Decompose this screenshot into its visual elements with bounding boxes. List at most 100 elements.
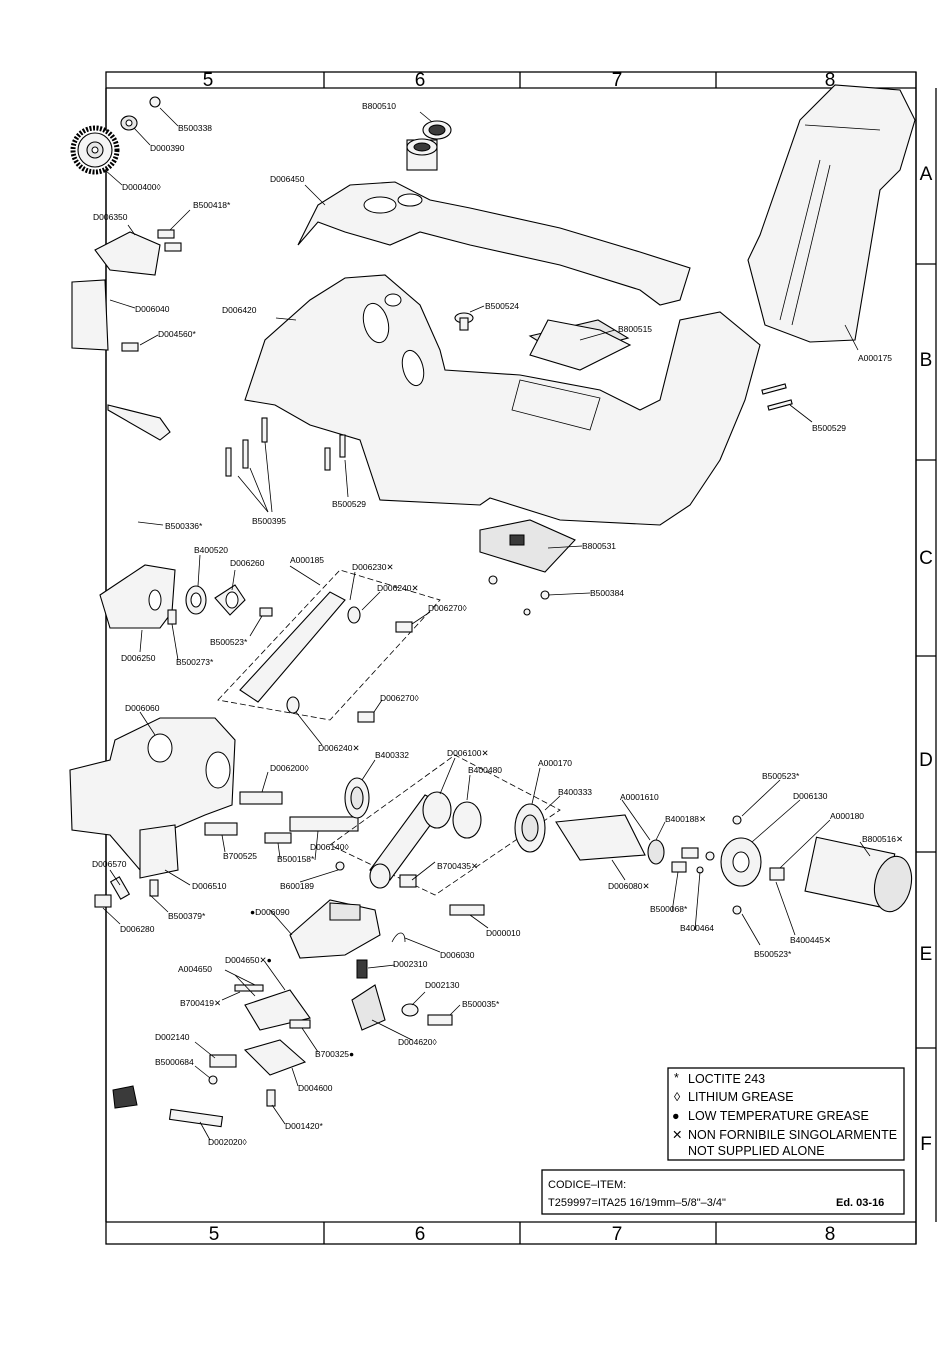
col-label: 6 [415, 1224, 426, 1245]
legend-text: NON FORNIBILE SINGOLARMENTE [688, 1128, 897, 1142]
part-label: A000175 [858, 353, 892, 363]
gear-part [70, 125, 120, 175]
part-label: D002130 [425, 980, 460, 990]
part-label: D006260 [230, 558, 265, 568]
part-label: B800510 [362, 101, 396, 111]
col-label: 8 [825, 1224, 836, 1245]
part-label: B500529 [332, 499, 366, 509]
code-value: T259997=ITA25 16/19mm–5/8"–3/4" [548, 1197, 726, 1209]
part-label: B500158* [277, 854, 315, 864]
part-label: D004650✕● [225, 955, 272, 965]
part-label: B500379* [168, 911, 206, 921]
part-label: B600189 [280, 881, 314, 891]
legend-text: LITHIUM GREASE [688, 1090, 794, 1104]
col-label: 8 [825, 70, 836, 91]
part-label: D004620◊ [398, 1037, 438, 1047]
part-label: B500068* [650, 904, 688, 914]
part-label: B500395 [252, 516, 286, 526]
part-label: D002020◊ [208, 1137, 248, 1147]
edition-label: Ed. 03-16 [836, 1197, 884, 1209]
part-label: D000010 [486, 928, 521, 938]
part-label: D006040 [135, 304, 170, 314]
part-label: A0001610 [620, 792, 659, 802]
pcb-part [479, 519, 576, 573]
battery-housing-part [747, 84, 916, 343]
part-label: B400520 [194, 545, 228, 555]
legend-symbol: * [674, 1071, 679, 1085]
part-label: D006200◊ [270, 763, 310, 773]
part-label: D006280 [120, 924, 155, 934]
part-label: D006080✕ [608, 881, 650, 891]
part-label: ●D006090 [250, 907, 290, 917]
legend-box: * LOCTITE 243 ◊ LITHIUM GREASE ● LOW TEM… [667, 1067, 905, 1161]
drawing-frame [105, 71, 937, 1245]
shaft-part [555, 814, 646, 861]
col-label: 7 [612, 1224, 623, 1245]
part-label: B500035* [462, 999, 500, 1009]
row-label: C [919, 548, 933, 569]
part-label: B400464 [680, 923, 714, 933]
row-label: F [920, 1134, 932, 1155]
motor-part [769, 836, 913, 913]
row-label: E [920, 944, 933, 965]
part-label: B400333 [558, 787, 592, 797]
plate-part [529, 319, 632, 371]
part-label: B400480 [468, 765, 502, 775]
part-label: B5000684 [155, 1057, 194, 1067]
part-label: B800531 [582, 541, 616, 551]
part-label: B500336* [165, 521, 203, 531]
part-label: D001420* [285, 1121, 324, 1131]
part-label: D006350 [93, 212, 128, 222]
part-label: D006230✕ [352, 562, 394, 572]
part-label: D000400◊ [122, 182, 162, 192]
part-label: B500418* [193, 200, 231, 210]
part-label: A000180 [830, 811, 864, 821]
part-label: D006240✕ [318, 743, 360, 753]
part-label: B700435✕ [437, 861, 478, 871]
code-label: CODICE–ITEM: [548, 1179, 626, 1191]
part-label: D006060 [125, 703, 160, 713]
part-label: B400445✕ [790, 935, 831, 945]
part-label: A004650 [178, 964, 212, 974]
part-label: D006270◊ [380, 693, 420, 703]
part-label: B800516✕ [862, 834, 903, 844]
part-label: B800515 [618, 324, 652, 334]
part-label: D004600 [298, 1083, 333, 1093]
part-label: B500273* [176, 657, 214, 667]
part-label: D006100✕ [447, 748, 489, 758]
main-body-part [244, 274, 761, 526]
legend-text: NOT SUPPLIED ALONE [688, 1144, 825, 1158]
part-label: D006450 [270, 174, 305, 184]
connecting-link-part [239, 591, 346, 703]
row-label: B [920, 350, 933, 371]
part-label: B500523* [754, 949, 792, 959]
part-label: D006030 [440, 950, 475, 960]
part-label: D006570 [92, 859, 127, 869]
col-label: 6 [415, 70, 426, 91]
part-label: B400188✕ [665, 814, 706, 824]
legend-text: LOW TEMPERATURE GREASE [688, 1109, 869, 1123]
part-label: D006240✕ [377, 583, 419, 593]
legend-symbol: ● [672, 1109, 680, 1123]
col-label: 5 [203, 70, 214, 91]
column-labels-bottom: 5 6 7 8 [209, 1224, 836, 1245]
part-label: B400332 [375, 750, 409, 760]
part-label: D002310 [393, 959, 428, 969]
part-label: D006420 [222, 305, 257, 315]
part-label: B500524 [485, 301, 519, 311]
row-labels: A B C D E F [919, 164, 933, 1155]
part-labels: B500338 D000390 D000400◊ B800510 D006450… [92, 101, 903, 1147]
part-label: B500384 [590, 588, 624, 598]
part-label: A000170 [538, 758, 572, 768]
col-label: 5 [209, 1224, 220, 1245]
part-label: D000390 [150, 143, 185, 153]
row-label: D [919, 750, 933, 771]
part-label: B500338 [178, 123, 212, 133]
legend-symbol: ◊ [674, 1090, 681, 1104]
row-label: A [920, 164, 933, 185]
title-block: CODICE–ITEM: T259997=ITA25 16/19mm–5/8"–… [541, 1169, 905, 1215]
part-drawings [69, 84, 916, 1128]
legend-symbol: ✕ [672, 1128, 682, 1142]
part-label: B700325● [315, 1049, 354, 1059]
